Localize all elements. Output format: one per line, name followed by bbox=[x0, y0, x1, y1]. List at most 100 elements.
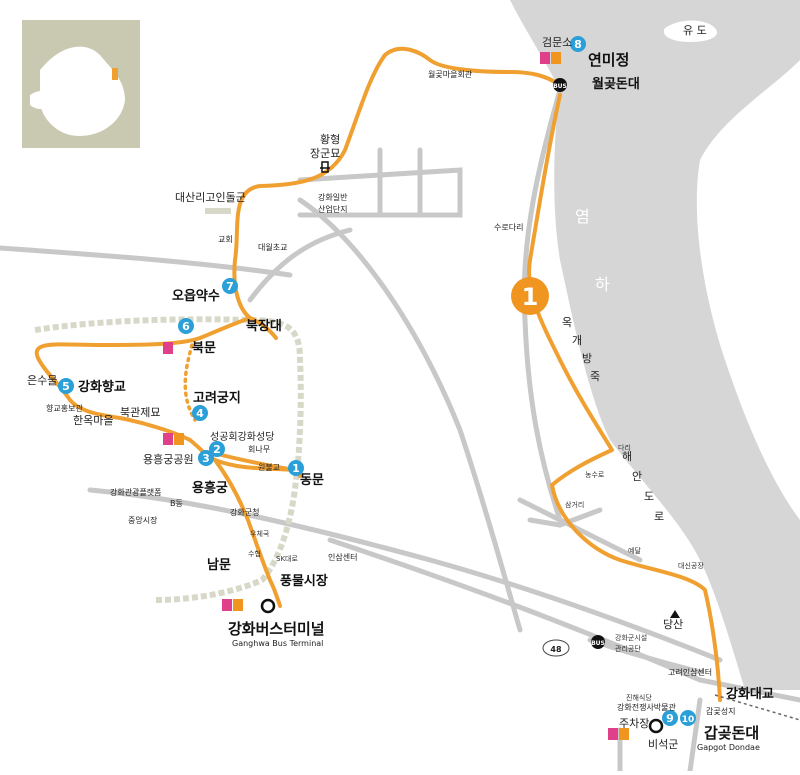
label-wonbulgyo: 원불교 bbox=[258, 462, 280, 472]
label-eunsumul: 은수물 bbox=[27, 374, 57, 387]
stop-label-dongmun: 동문 bbox=[300, 473, 324, 488]
label-gapgot-en: Gapgot Dondae bbox=[697, 743, 760, 752]
stop-badge-1[interactable]: 1 bbox=[288, 460, 304, 476]
label-samgeori: 삼거리 bbox=[565, 500, 584, 509]
stop-badge-10[interactable]: 10 bbox=[680, 710, 696, 726]
bus-label: BUS bbox=[553, 83, 567, 90]
stop-badge-6[interactable]: 6 bbox=[178, 318, 194, 334]
stop-badge-num: 9 bbox=[666, 712, 674, 725]
label-hyanggyo-hall: 향교홍보관 bbox=[46, 403, 83, 413]
bus-label: BUS bbox=[591, 640, 605, 647]
tomb-icon bbox=[320, 161, 330, 173]
label-geommunso: 검문소 bbox=[542, 36, 572, 49]
label-dolmen: 대산리고인돌군 bbox=[175, 191, 246, 204]
stop-label-oeup: 오읍약수 bbox=[172, 288, 220, 304]
stop-badge-num: 6 bbox=[182, 320, 190, 333]
label-susuro: 농수로 bbox=[585, 471, 605, 479]
facility-icons-bukmun bbox=[163, 342, 173, 354]
label-facility-1: 강화군시설 bbox=[615, 633, 647, 642]
stop-badge-4[interactable]: 4 bbox=[192, 405, 208, 421]
stop-label-bukmun: 북문 bbox=[192, 341, 216, 356]
terminal-marker-icon bbox=[260, 598, 276, 614]
coast-char-1: 옥 bbox=[562, 316, 572, 329]
route-number: 1 bbox=[522, 283, 539, 311]
coast-char-2: 개 bbox=[572, 334, 582, 347]
label-terminal: 강화버스터미널 bbox=[228, 620, 325, 638]
stop-badge-2[interactable]: 2 bbox=[209, 441, 225, 457]
label-museum: 강화전쟁사박물관 bbox=[617, 702, 677, 712]
label-facility-2: 관리공단 bbox=[615, 644, 641, 653]
stop-badge-num: 7 bbox=[226, 280, 234, 293]
stop-badge-num: 5 bbox=[62, 380, 70, 393]
facility-icons-yongheung bbox=[163, 433, 184, 445]
inset-map bbox=[22, 20, 140, 148]
stop-badge-9[interactable]: 9 bbox=[662, 710, 678, 726]
label-industrial-2: 산업단지 bbox=[318, 204, 347, 214]
route-48-marker: 48 bbox=[542, 639, 570, 657]
museum-marker-icon bbox=[648, 718, 664, 734]
label-dangsan: 당산 bbox=[663, 618, 683, 631]
label-insam: 인삼센터 bbox=[328, 552, 357, 562]
stop-label-yongheung: 용흥궁 bbox=[192, 480, 228, 496]
stop-badge-num: 8 bbox=[574, 38, 582, 51]
label-daesin: 대신공장 bbox=[678, 561, 704, 570]
ganghwa-bridge-line bbox=[714, 694, 800, 721]
label-suhyeop: 수협 bbox=[248, 549, 261, 558]
coast-char-3: 방 bbox=[582, 352, 592, 365]
stop-badge-3[interactable]: 3 bbox=[198, 450, 214, 466]
stop-badge-5[interactable]: 5 bbox=[58, 378, 74, 394]
stop-badge-num: 1 bbox=[292, 462, 300, 475]
label-platform-1: 강화관광플랫폼 bbox=[110, 487, 162, 497]
label-bukgwanjeyo: 북관제묘 bbox=[120, 406, 160, 419]
label-pungmul: 풍물시장 bbox=[280, 573, 328, 589]
label-ganghwa-bridge: 강화대교 bbox=[726, 686, 774, 702]
coastal-road-label: 옥 개 방 죽 해 안 도 로 bbox=[562, 316, 664, 523]
stop-badges: 1 2 3 4 5 6 7 8 9 10 bbox=[58, 36, 696, 726]
label-hwanghyeong-2: 장군묘 bbox=[310, 147, 340, 160]
bus-stop-icon: BUS bbox=[553, 78, 567, 92]
label-gapgot-seongji: 갑곶성지 bbox=[706, 706, 735, 716]
stop-badge-num: 10 bbox=[682, 715, 695, 725]
road-network bbox=[0, 87, 800, 774]
label-parking: 주차장 bbox=[619, 717, 649, 730]
stop-badge-7[interactable]: 7 bbox=[222, 278, 238, 294]
label-county-office: 강화군청 bbox=[230, 507, 259, 517]
label-hwanghyeong-1: 황형 bbox=[320, 133, 340, 146]
mountain-icon bbox=[670, 610, 680, 618]
label-dari: 다리 bbox=[618, 443, 631, 452]
label-hanok: 한옥마을 bbox=[73, 414, 113, 427]
island-yudo bbox=[663, 20, 718, 42]
island-label: 유 도 bbox=[683, 24, 707, 37]
label-goryeo-insam: 고려인삼센터 bbox=[668, 667, 712, 677]
coast-char-4: 죽 bbox=[590, 370, 600, 383]
label-church: 교회 bbox=[218, 235, 233, 244]
label-sk: SK대로 bbox=[276, 555, 298, 563]
label-post: 우체국 bbox=[250, 530, 270, 538]
route-number-badge: 1 bbox=[511, 277, 549, 315]
label-wolgot-hall: 월곶마을회관 bbox=[428, 69, 473, 79]
coast-char-5: 해 bbox=[622, 449, 632, 463]
label-daewol: 대월초교 bbox=[258, 242, 287, 252]
mainland-east bbox=[696, 60, 800, 520]
stop-label-yeonmijeong: 연미정 bbox=[588, 51, 629, 69]
coast-char-6: 안 bbox=[632, 470, 642, 483]
facility-icons-yeonmi bbox=[540, 52, 561, 64]
stop-badge-num: 3 bbox=[202, 452, 210, 465]
label-sudari: 수로다리 bbox=[494, 223, 523, 232]
dolmen-icon bbox=[205, 208, 231, 214]
label-hoenamu: 회나무 bbox=[248, 445, 270, 454]
label-yongheung-park: 용흥궁공원 bbox=[143, 452, 194, 466]
stop-label-goryeo: 고려궁지 bbox=[193, 390, 241, 406]
sea-label-yeom: 염 bbox=[575, 207, 590, 226]
label-industrial-1: 강화일반 bbox=[318, 192, 348, 202]
coast-char-8: 로 bbox=[654, 510, 664, 523]
stop-label-church: 성공회강화성당 bbox=[210, 431, 274, 443]
bus-stop-icon: BUS bbox=[591, 635, 605, 649]
facility-icons-terminal bbox=[222, 599, 243, 611]
route-48-label: 48 bbox=[550, 645, 562, 654]
stop-label-hyanggyo: 강화향교 bbox=[78, 379, 126, 395]
label-biseokgun: 비석군 bbox=[648, 738, 678, 751]
trail-dotted-segment bbox=[183, 343, 197, 422]
stop-badge-8[interactable]: 8 bbox=[570, 36, 586, 52]
